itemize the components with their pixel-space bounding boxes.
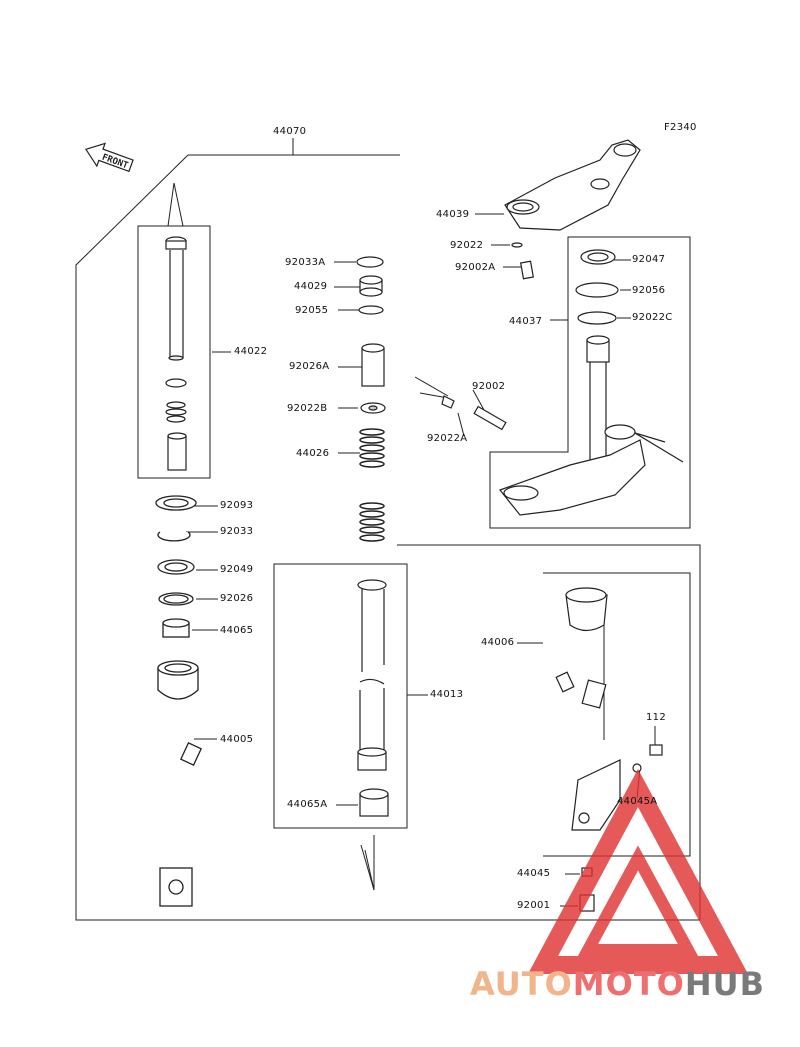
part-label: 92001 (517, 900, 551, 911)
part-label: 44045A (617, 796, 658, 807)
part-label: 92055 (295, 305, 329, 316)
part-label: 44022 (234, 346, 268, 357)
stem-box (489, 236, 691, 529)
part-label: 44026 (296, 448, 330, 459)
part-label: 44037 (509, 316, 543, 327)
part-label: 44070 (273, 126, 307, 137)
part-label: 112 (646, 712, 666, 723)
watermark-hub: HUB (684, 965, 766, 1003)
part-label: 92047 (632, 254, 666, 265)
part-label: 92026 (220, 593, 254, 604)
watermark-logo (527, 768, 749, 974)
watermark-moto: MOTO (572, 965, 685, 1003)
watermark-auto: AUTO (470, 965, 573, 1003)
part-label: 92093 (220, 500, 254, 511)
part-label: 92022C (632, 312, 673, 323)
part-label: 44065 (220, 625, 254, 636)
part-label: 44065A (287, 799, 328, 810)
part-label: 44029 (294, 281, 328, 292)
part-label: 92049 (220, 564, 254, 575)
assembly-outline (75, 154, 701, 921)
spring-44026 (359, 428, 385, 542)
part-label: 92026A (289, 361, 330, 372)
upper-triple-clamp (504, 139, 641, 280)
part-label: 92022 (450, 240, 484, 251)
part-label: 44045 (517, 868, 551, 879)
part-label: 44005 (220, 734, 254, 745)
part-label: 92002 (472, 381, 506, 392)
part-label: 44013 (430, 689, 464, 700)
part-label: 92056 (632, 285, 666, 296)
steering-stem (499, 249, 684, 516)
bracket-box (543, 572, 691, 857)
part-label: 92022B (287, 403, 328, 414)
part-label: 92033 (220, 526, 254, 537)
watermark-text: AUTOMOTOHUB (470, 965, 765, 1003)
part-label: 44006 (481, 637, 515, 648)
fork-tube-box (137, 225, 211, 479)
part-label: 44039 (436, 209, 470, 220)
figure-code: F2340 (664, 122, 697, 133)
part-label: 92002A (455, 262, 496, 273)
damper-box (273, 563, 408, 829)
front-arrow-icon: FRONT (84, 142, 134, 173)
part-label: 92022A (427, 433, 468, 444)
part-label: 92033A (285, 257, 326, 268)
